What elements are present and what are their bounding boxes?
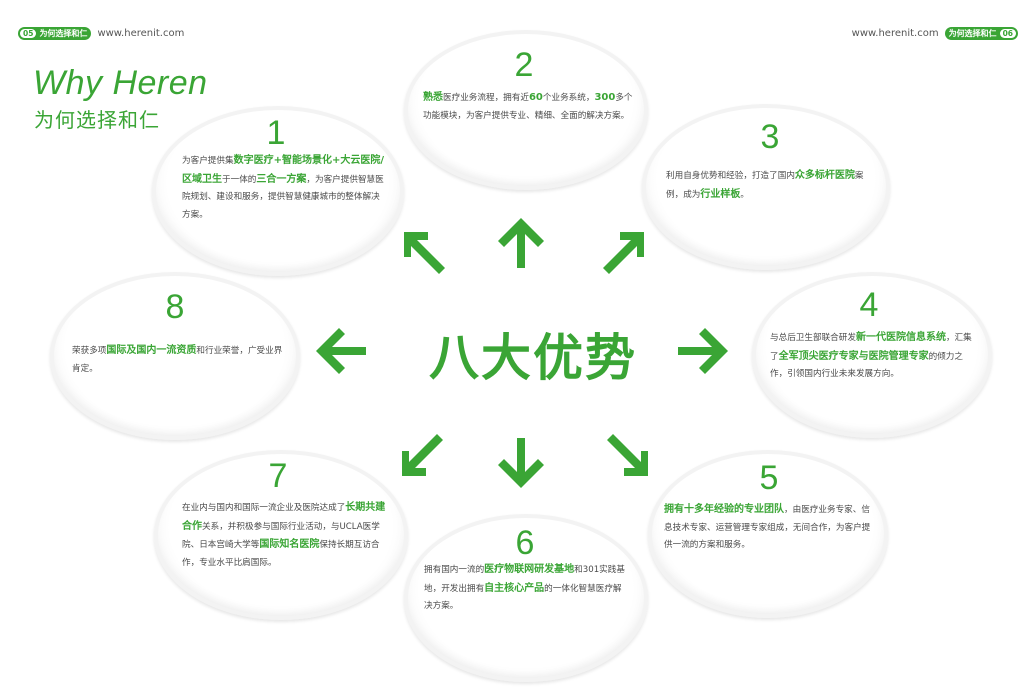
body-text: 。	[740, 189, 749, 200]
page-number-right: 06	[999, 29, 1016, 38]
highlight-text: 数字医疗+智能场景化+大云医院/区域卫生	[182, 155, 384, 185]
highlight-text: 长期共建合作	[182, 502, 386, 532]
advantage-number-8: 8	[165, 288, 185, 326]
website-url-right: www.herenit.com	[851, 28, 939, 39]
body-text: 案例，成为	[666, 171, 864, 200]
advantage-bubble-6	[404, 514, 648, 682]
advantage-bubble-3	[642, 104, 890, 270]
advantage-text-6: 拥有国内一流的医疗物联网研发基地和301实践基地，开发出拥有自主核心产品的一体化…	[424, 561, 628, 616]
body-text: 的一体化智慧医疗解决方案。	[424, 583, 622, 612]
highlight-text: 三合一方案	[256, 173, 307, 185]
body-text: 医疗业务流程，拥有近	[443, 93, 529, 103]
advantage-text-2: 熟悉医疗业务流程，拥有近60个业务系统，300多个功能模块，为客户提供专业、精细…	[423, 89, 635, 125]
body-text: 为客户提供集	[182, 156, 234, 166]
highlight-text: 行业样板	[700, 188, 741, 200]
page-badge-right: 为何选择和仁 06	[944, 27, 1018, 40]
arrow-up-right-icon	[603, 232, 644, 274]
advantage-text-1: 为客户提供集数字医疗+智能场景化+大云医院/区域卫生于一体的三合一方案，为客户提…	[182, 152, 386, 224]
advantage-bubble-2	[404, 30, 648, 190]
advantage-text-3: 利用自身优势和经验，打造了国内众多标杆医院案例，成为行业样板。	[666, 167, 876, 204]
advantage-bubble-7	[154, 450, 408, 620]
body-text: 保持长期互访合作，专业水平比肩国际。	[182, 540, 380, 568]
body-text: 与总后卫生部联合研发	[770, 333, 856, 343]
advantage-text-5: 拥有十多年经验的专业团队，由医疗业务专家、信息技术专家、运营管理专家组成，无间合…	[664, 501, 874, 555]
body-text: 和301实践基地，开发出拥有	[424, 565, 625, 594]
header-left: 05 为何选择和仁 www.herenit.com	[18, 27, 190, 40]
body-text: 个业务系统，	[542, 93, 595, 103]
website-url-left: www.herenit.com	[97, 28, 185, 39]
highlight-text: 国际知名医院	[259, 539, 320, 550]
highlight-text: 自主核心产品	[484, 582, 545, 594]
body-text: 拥有国内一流的	[424, 565, 485, 575]
body-text: 多个功能模块，为客户提供专业、精细、全面的解决方案。	[423, 93, 633, 121]
highlight-text: 国际及国内一流资质	[106, 345, 197, 356]
page-title-english: Why Heren	[33, 64, 208, 102]
arrow-up-icon	[498, 218, 544, 268]
advantage-bubble-4	[752, 272, 992, 438]
advantage-number-5: 5	[759, 459, 779, 497]
body-text: ，由医疗业务专家、信息技术专家、运营管理专家组成，无间合作，为客户提供一流的方案…	[664, 505, 871, 550]
advantage-bubble-5	[648, 450, 888, 618]
advantage-number-2: 2	[514, 46, 534, 84]
body-text: ，为客户提供智慧医院规划、建设和服务，提供智慧健康城市的整体解决方案。	[182, 174, 384, 220]
advantage-text-4: 与总后卫生部联合研发新一代医院信息系统，汇集了全军顶尖医疗专家与医院管理专家的倾…	[770, 329, 976, 384]
advantage-text-8: 荣获多项国际及国内一流资质和行业荣誉，广受业界肯定。	[72, 342, 284, 378]
advantage-bubble-8	[50, 272, 300, 440]
page-badge-label-right: 为何选择和仁	[948, 29, 997, 38]
highlight-text: 拥有十多年经验的专业团队	[664, 504, 784, 515]
body-text: 关系，并积极参与国际行业活动，与UCLA医学院、日本宫崎大学等	[182, 521, 380, 551]
page-number-left: 05	[20, 29, 37, 38]
highlight-text: 熟悉	[423, 92, 443, 103]
header-right: www.herenit.com 为何选择和仁 06	[846, 27, 1018, 40]
advantage-bubble-1	[152, 106, 404, 276]
body-text: ，汇集了	[770, 333, 972, 362]
body-text: 于一体的	[222, 174, 257, 185]
body-text: 利用自身优势和经验，打造了国内	[666, 171, 795, 181]
body-text: 和行业荣誉，广受业界肯定。	[72, 346, 283, 374]
highlight-text: 60	[528, 92, 543, 103]
center-title: 八大优势	[429, 329, 637, 387]
advantage-number-1: 1	[266, 114, 286, 152]
arrow-down-icon	[498, 438, 544, 488]
arrow-down-right-icon	[607, 434, 648, 476]
arrow-down-left-icon	[402, 434, 443, 476]
page-title-chinese: 为何选择和仁	[34, 108, 160, 132]
arrow-left-icon	[316, 328, 366, 374]
advantage-number-7: 7	[268, 457, 288, 495]
highlight-text: 全军顶尖医疗专家与医院管理专家	[778, 350, 929, 362]
highlight-text: 新一代医院信息系统	[855, 332, 946, 343]
highlight-text: 300	[594, 92, 616, 103]
advantage-text-7: 在业内与国内和国际一流企业及医院达成了长期共建合作关系，并积极参与国际行业活动，…	[182, 499, 388, 572]
advantage-number-3: 3	[760, 118, 780, 156]
advantage-number-6: 6	[515, 524, 535, 562]
body-text: 的倾力之作，引领国内行业未来发展方向。	[770, 351, 963, 380]
highlight-text: 医疗物联网研发基地	[484, 564, 575, 575]
highlight-text: 众多标杆医院	[794, 170, 855, 181]
page-badge-label-left: 为何选择和仁	[39, 29, 88, 38]
body-text: 在业内与国内和国际一流企业及医院达成了	[182, 503, 346, 513]
advantage-number-4: 4	[859, 286, 879, 324]
body-text: 荣获多项	[72, 346, 107, 356]
arrow-up-left-icon	[404, 232, 445, 274]
arrow-right-icon	[678, 328, 728, 374]
page-badge-left: 05 为何选择和仁	[18, 27, 92, 40]
